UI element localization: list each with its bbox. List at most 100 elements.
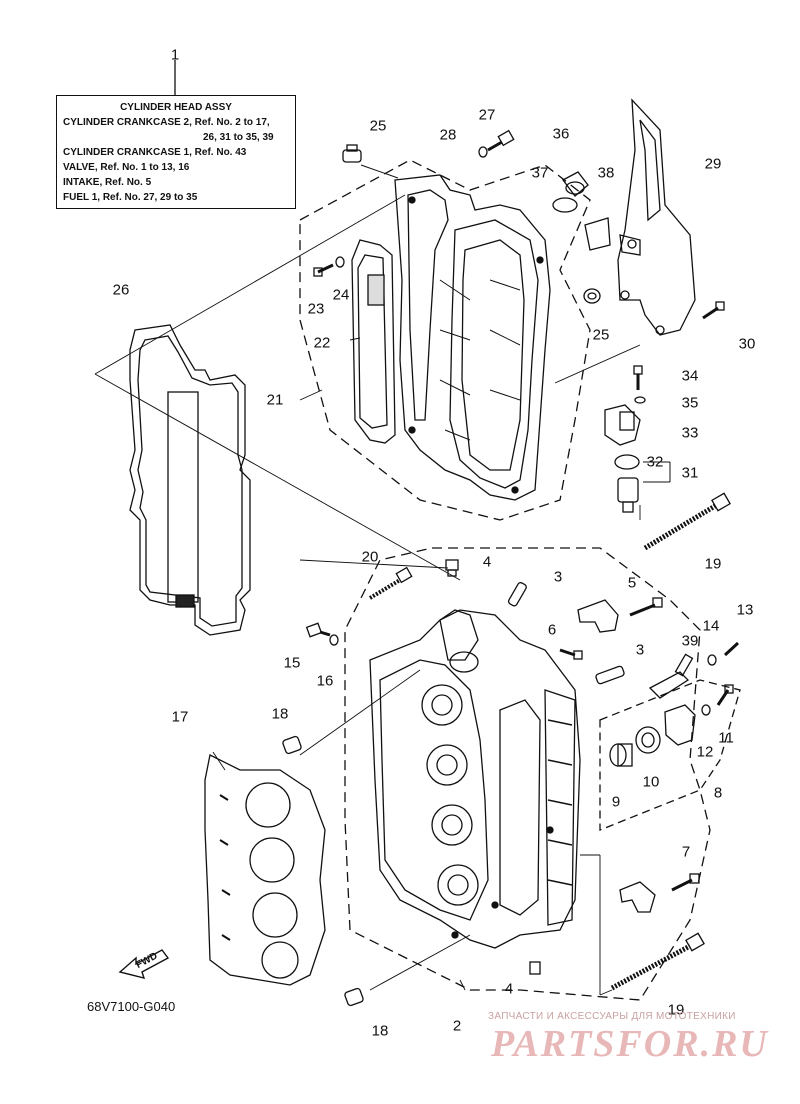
callout-19-bottom: 19	[667, 1001, 685, 1019]
gasket-22	[351, 239, 396, 444]
callout-9: 9	[611, 793, 621, 811]
legend-line-2a: CYLINDER CRANKCASE 2, Ref. No. 2 to 17,	[63, 117, 270, 128]
long-bolt-19-bottom	[610, 932, 705, 991]
bolt-30	[702, 301, 725, 320]
washer-28	[478, 146, 488, 158]
dowel-18-top	[282, 735, 302, 755]
forward-arrow-icon: FWD	[118, 949, 170, 979]
callout-11: 11	[718, 729, 734, 747]
bracket-29	[617, 98, 696, 336]
callout-25-right: 25	[592, 326, 610, 344]
callout-33: 33	[681, 424, 699, 442]
bracket-7-bolt	[619, 873, 700, 913]
collar-9	[609, 743, 633, 767]
watermark-tagline: ЗАПЧАСТИ И АКСЕССУАРЫ ДЛЯ МОТОТЕХНИКИ	[488, 1011, 736, 1022]
callout-35: 35	[681, 394, 699, 412]
callout-17: 17	[171, 708, 189, 726]
gasket-26	[129, 324, 251, 636]
callout-25-top: 25	[369, 117, 387, 135]
callout-18-bottom: 18	[371, 1022, 389, 1040]
washer-16	[329, 634, 339, 646]
dowel-18-bottom	[344, 987, 364, 1007]
washer-14	[707, 654, 717, 666]
legend-line-1: CYLINDER HEAD ASSY	[120, 102, 232, 113]
callout-6: 6	[547, 621, 557, 639]
boundary-head-cover	[299, 159, 591, 521]
callout-22: 22	[313, 334, 331, 352]
plug-25-top	[342, 144, 399, 179]
bolt-20	[368, 566, 413, 600]
callout-7: 7	[681, 843, 691, 861]
callout-29: 29	[704, 155, 722, 173]
sensor-31	[617, 477, 639, 513]
cap-36	[562, 171, 589, 197]
callout-12: 12	[696, 743, 714, 761]
seal-10	[635, 726, 661, 754]
plug-4-bottom	[529, 961, 541, 975]
callout-27: 27	[478, 106, 496, 124]
callout-21: 21	[266, 391, 284, 409]
pin-3-right	[595, 665, 625, 685]
legend-line-3: CYLINDER CRANKCASE 1, Ref. No. 43	[63, 147, 247, 158]
callout-37: 37	[531, 164, 549, 182]
callout-1: 1	[170, 46, 180, 64]
diagram-code: 68V7100-G040	[87, 999, 176, 1014]
legend-line-2b: 26, 31 to 35, 39	[203, 132, 274, 143]
callout-32: 32	[646, 453, 664, 471]
washer-24	[335, 256, 345, 268]
screw-13	[723, 641, 740, 657]
cylinder-gasket-17	[204, 754, 326, 986]
callout-19-top: 19	[704, 555, 722, 573]
oring-37	[552, 197, 578, 213]
bolt-15	[305, 622, 331, 638]
pin-3-top	[507, 582, 527, 607]
callout-14: 14	[702, 617, 720, 635]
callout-5: 5	[627, 574, 637, 592]
callout-3-right: 3	[635, 641, 645, 659]
callout-13: 13	[736, 601, 754, 619]
boundary-sub-assy-8	[599, 679, 741, 831]
callout-24: 24	[332, 286, 350, 304]
bolt-23	[313, 263, 334, 277]
callout-38: 38	[597, 164, 615, 182]
valve-39	[648, 653, 694, 699]
callout-31: 31	[681, 464, 699, 482]
leader-lines	[94, 194, 641, 996]
callout-4-bottom: 4	[504, 980, 514, 998]
watermark-logo: PARTSFOR.RU	[491, 1023, 769, 1065]
boundary-cylinder-block	[344, 547, 711, 1001]
callout-23: 23	[307, 300, 325, 318]
long-bolt-19-top	[643, 492, 731, 551]
callout-26: 26	[112, 281, 130, 299]
sensor-33	[604, 404, 641, 446]
bolt-6	[559, 648, 583, 660]
callout-36: 36	[552, 125, 570, 143]
washer-32	[614, 454, 640, 470]
callout-30: 30	[738, 335, 756, 353]
callout-2: 2	[452, 1017, 462, 1035]
washer-12b	[701, 704, 711, 716]
bolt-34	[633, 365, 643, 390]
callout-3-top: 3	[553, 568, 563, 586]
callout-39: 39	[681, 632, 699, 650]
head-cover-body	[394, 174, 551, 501]
holder-5-bracket	[577, 597, 663, 633]
plug-25-right	[583, 288, 601, 304]
callout-10: 10	[642, 773, 660, 791]
screw-11	[716, 684, 734, 706]
callout-34: 34	[681, 367, 699, 385]
callout-16: 16	[316, 672, 334, 690]
legend-line-5: INTAKE, Ref. No. 5	[63, 177, 152, 188]
legend-line-6: FUEL 1, Ref. No. 27, 29 to 35	[63, 192, 198, 203]
callout-18-top: 18	[271, 705, 289, 723]
callout-8: 8	[713, 784, 723, 802]
callout-20: 20	[361, 548, 379, 566]
cylinder-block-body	[369, 609, 581, 949]
callout-4-top: 4	[482, 553, 492, 571]
callout-15: 15	[283, 654, 301, 672]
bolt-27	[487, 129, 515, 152]
washer-35	[634, 396, 646, 404]
callout-28: 28	[439, 126, 457, 144]
